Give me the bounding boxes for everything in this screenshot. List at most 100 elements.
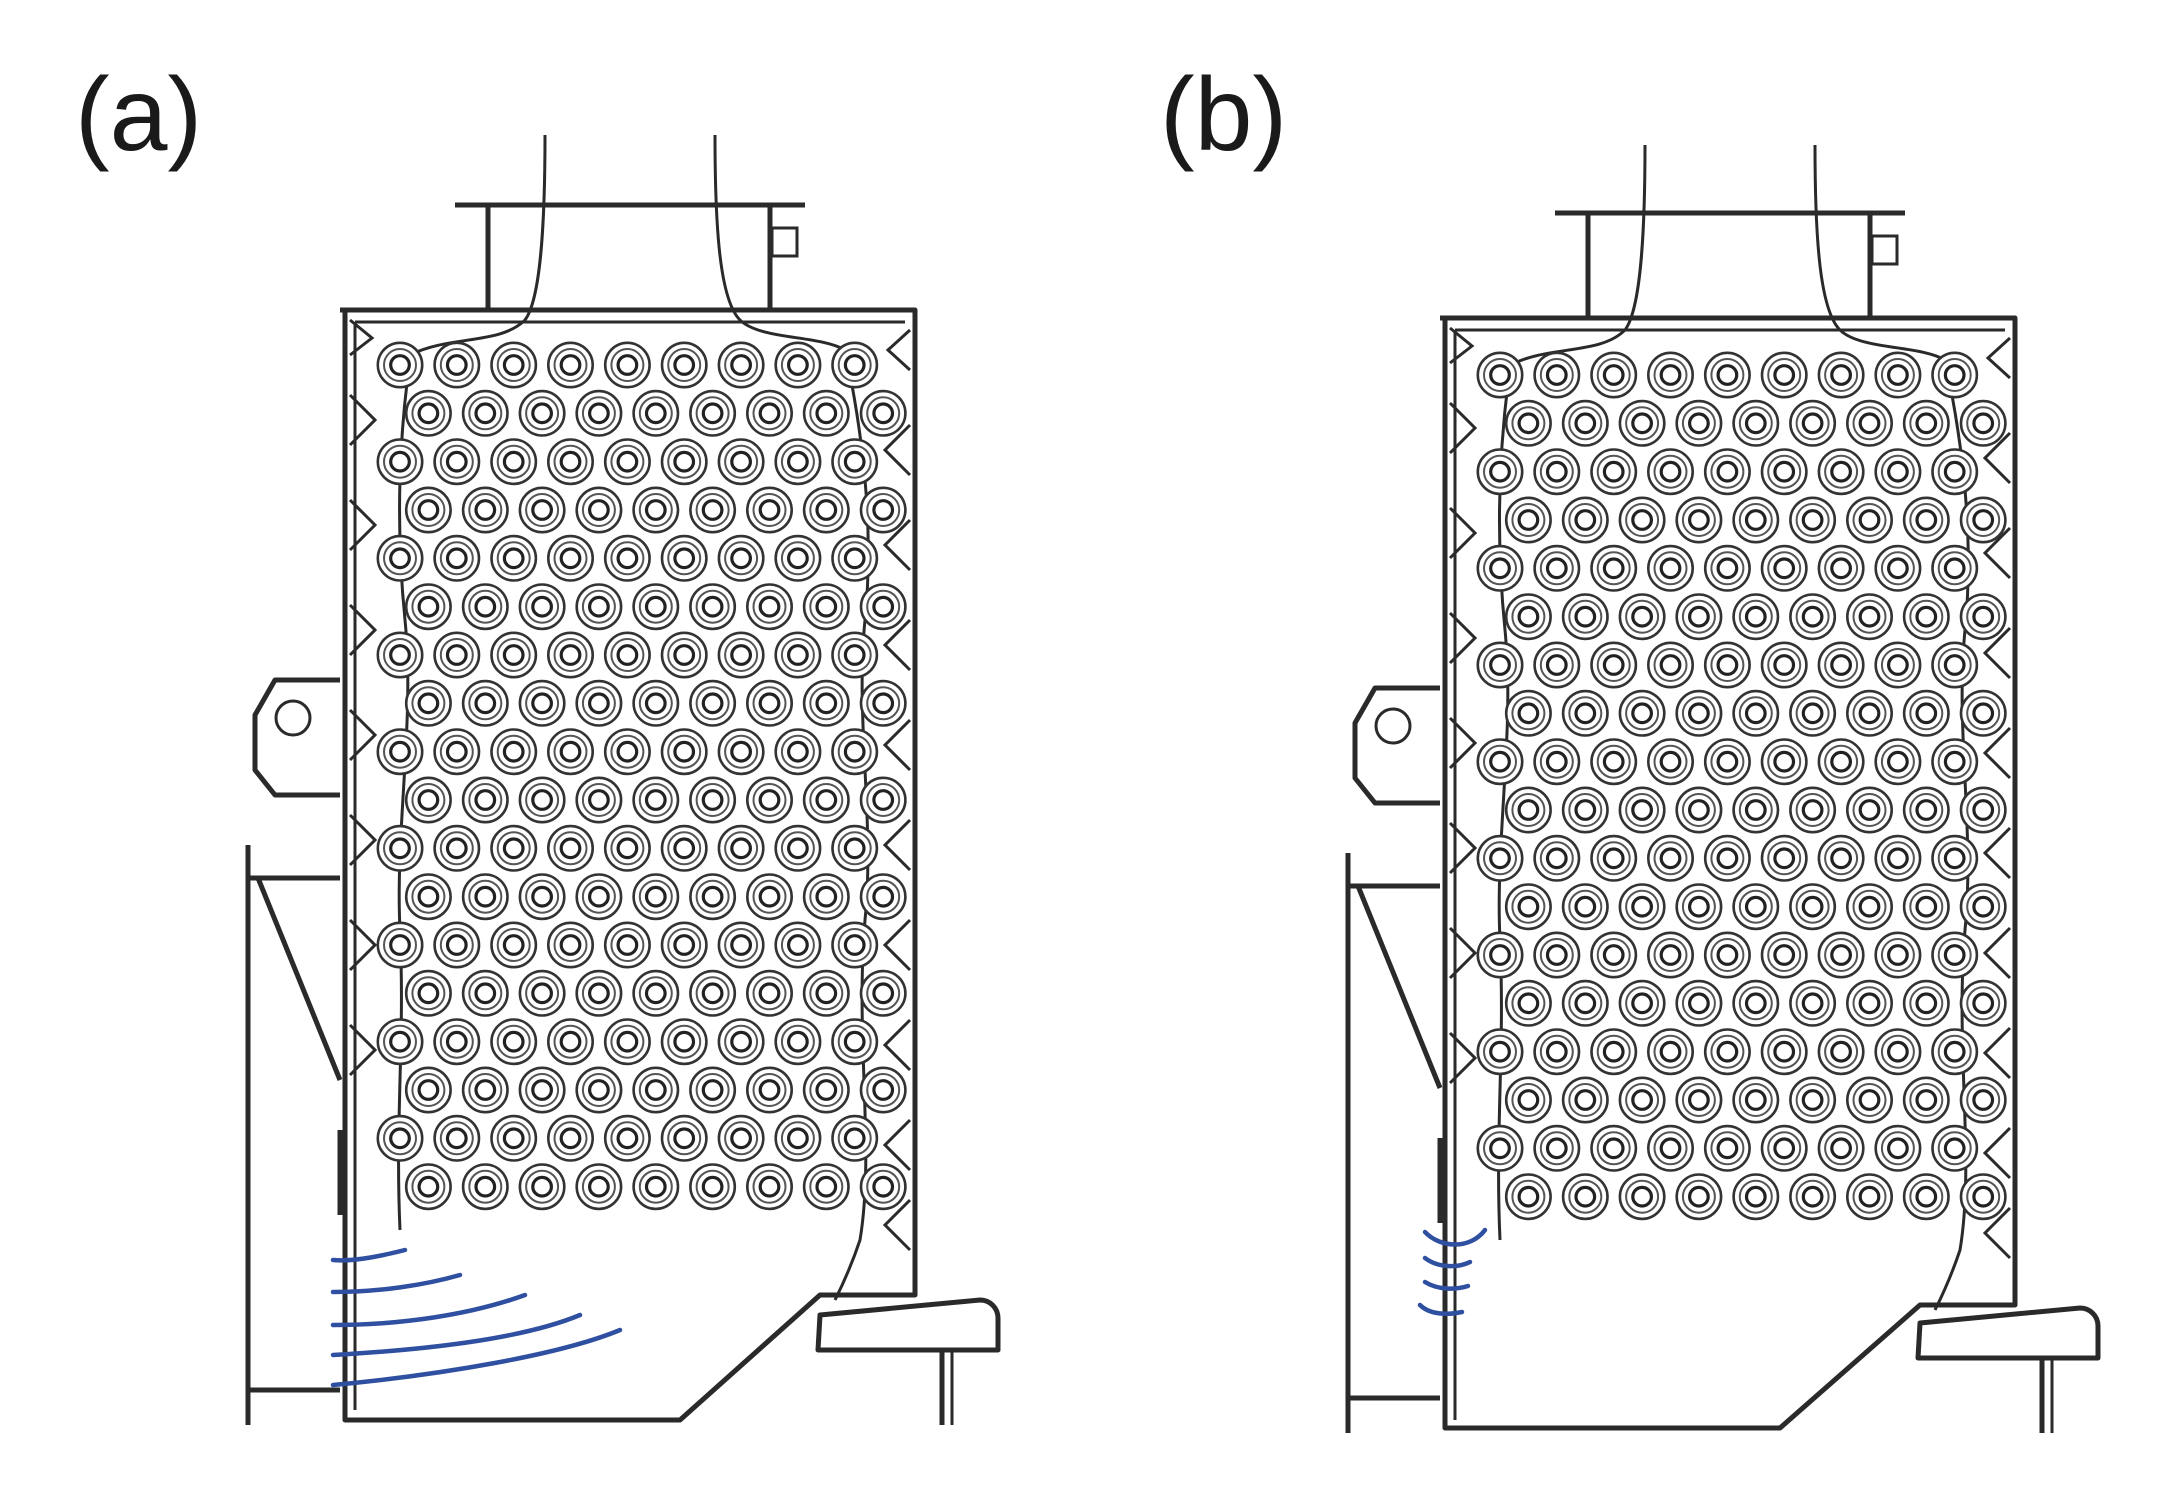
tube xyxy=(1760,1028,1808,1076)
tube xyxy=(859,486,907,534)
tube xyxy=(859,1066,907,1114)
tube xyxy=(1902,496,1950,544)
tube xyxy=(1590,351,1638,399)
tube xyxy=(575,969,623,1017)
tube xyxy=(1561,1076,1609,1124)
tube xyxy=(376,438,424,486)
tube xyxy=(603,728,651,776)
tube xyxy=(603,1018,651,1066)
tube xyxy=(461,486,509,534)
tube xyxy=(1590,738,1638,786)
tube-bank-a xyxy=(376,341,907,1211)
tube xyxy=(745,1066,793,1114)
tube xyxy=(689,679,737,727)
tube xyxy=(745,969,793,1017)
tube xyxy=(1561,689,1609,737)
tube xyxy=(1817,448,1865,496)
tube xyxy=(774,438,822,486)
tube xyxy=(1874,931,1922,979)
tube xyxy=(1732,786,1780,834)
tube xyxy=(1902,883,1950,931)
tube xyxy=(1590,448,1638,496)
tube xyxy=(1476,448,1524,496)
tube xyxy=(1675,399,1723,447)
tube xyxy=(774,534,822,582)
tube xyxy=(518,776,566,824)
tube xyxy=(689,1163,737,1211)
tube xyxy=(632,969,680,1017)
tube xyxy=(575,1163,623,1211)
right-baffles-b xyxy=(1982,336,2012,1260)
tube xyxy=(376,534,424,582)
tube xyxy=(376,824,424,872)
tube xyxy=(1533,641,1581,689)
tube xyxy=(404,389,452,437)
tube xyxy=(859,679,907,727)
tube xyxy=(518,1163,566,1211)
tube xyxy=(1675,979,1723,1027)
tube xyxy=(404,486,452,534)
tube xyxy=(660,824,708,872)
tube xyxy=(546,1018,594,1066)
tube xyxy=(1760,1124,1808,1172)
tube xyxy=(603,631,651,679)
tube xyxy=(1476,738,1524,786)
tube xyxy=(404,1066,452,1114)
tube xyxy=(1959,786,2007,834)
tube xyxy=(518,486,566,534)
tube xyxy=(490,728,538,776)
tube xyxy=(1959,496,2007,544)
tube xyxy=(546,534,594,582)
panel-label-a: (a) xyxy=(75,57,202,173)
tube xyxy=(1732,689,1780,737)
tube xyxy=(660,728,708,776)
tube xyxy=(1476,351,1524,399)
tube xyxy=(1902,1173,1950,1221)
tube xyxy=(1504,786,1552,834)
tube xyxy=(461,389,509,437)
tube xyxy=(1647,1124,1695,1172)
tube xyxy=(1959,689,2007,737)
tube xyxy=(518,969,566,1017)
tube xyxy=(660,1114,708,1162)
tube xyxy=(745,1163,793,1211)
tube xyxy=(1618,496,1666,544)
tube xyxy=(518,873,566,921)
tube xyxy=(1760,931,1808,979)
panel-label-b: (b) xyxy=(1160,57,1287,173)
tube xyxy=(1504,399,1552,447)
tube xyxy=(1874,834,1922,882)
tube xyxy=(1760,448,1808,496)
tube xyxy=(1732,883,1780,931)
tube xyxy=(404,776,452,824)
tube xyxy=(575,1066,623,1114)
tube xyxy=(1476,641,1524,689)
tube xyxy=(1561,1173,1609,1221)
tube xyxy=(1618,399,1666,447)
tube xyxy=(1874,641,1922,689)
tube xyxy=(1476,834,1524,882)
panel-b: (b) xyxy=(1160,57,2101,1433)
tube xyxy=(1874,1028,1922,1076)
tube xyxy=(1902,979,1950,1027)
tube xyxy=(632,389,680,437)
tube xyxy=(404,1163,452,1211)
tube xyxy=(1931,641,1979,689)
tube xyxy=(859,969,907,1017)
tube xyxy=(1931,544,1979,592)
tube xyxy=(1959,1173,2007,1221)
tube xyxy=(518,583,566,631)
tube xyxy=(1789,883,1837,931)
tube xyxy=(546,728,594,776)
tube-bank-b xyxy=(1476,351,2007,1221)
tube xyxy=(1846,689,1894,737)
tube xyxy=(632,1163,680,1211)
tube xyxy=(461,776,509,824)
tube xyxy=(1533,448,1581,496)
tube xyxy=(1846,1076,1894,1124)
tube xyxy=(603,1114,651,1162)
tube xyxy=(1504,1076,1552,1124)
tube xyxy=(745,873,793,921)
tube xyxy=(433,341,481,389)
tube xyxy=(376,341,424,389)
